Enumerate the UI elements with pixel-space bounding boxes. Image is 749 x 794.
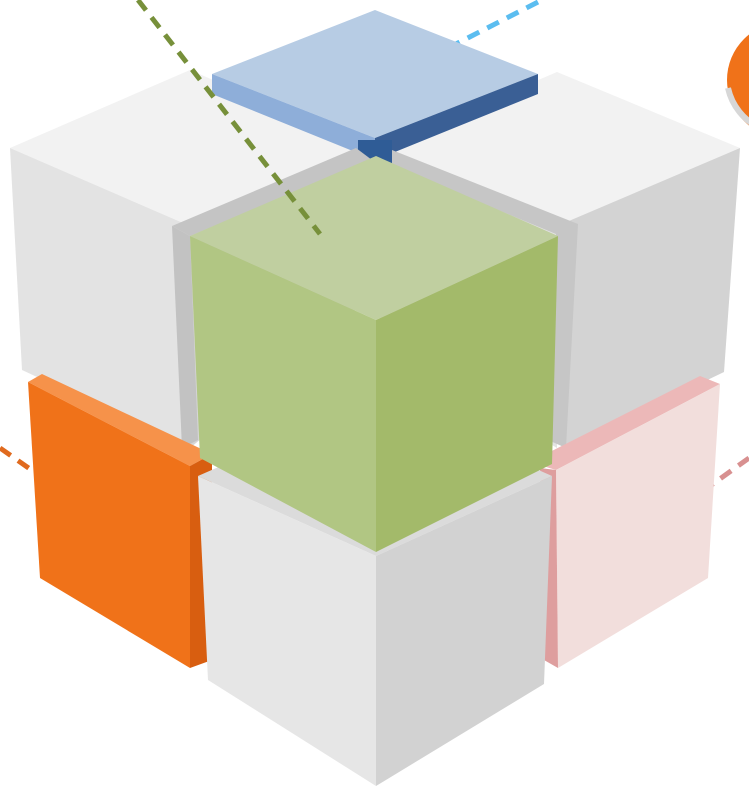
orange-callout: [725, 34, 749, 126]
green-leader-line: [136, 0, 322, 236]
orange-leader-line: [0, 445, 42, 479]
pink-leader-line: [708, 455, 749, 489]
center-front-cube: [190, 156, 558, 552]
inner-recess: [172, 148, 578, 448]
blue-leader-line: [450, 0, 540, 49]
top-center-plate: [212, 10, 538, 172]
